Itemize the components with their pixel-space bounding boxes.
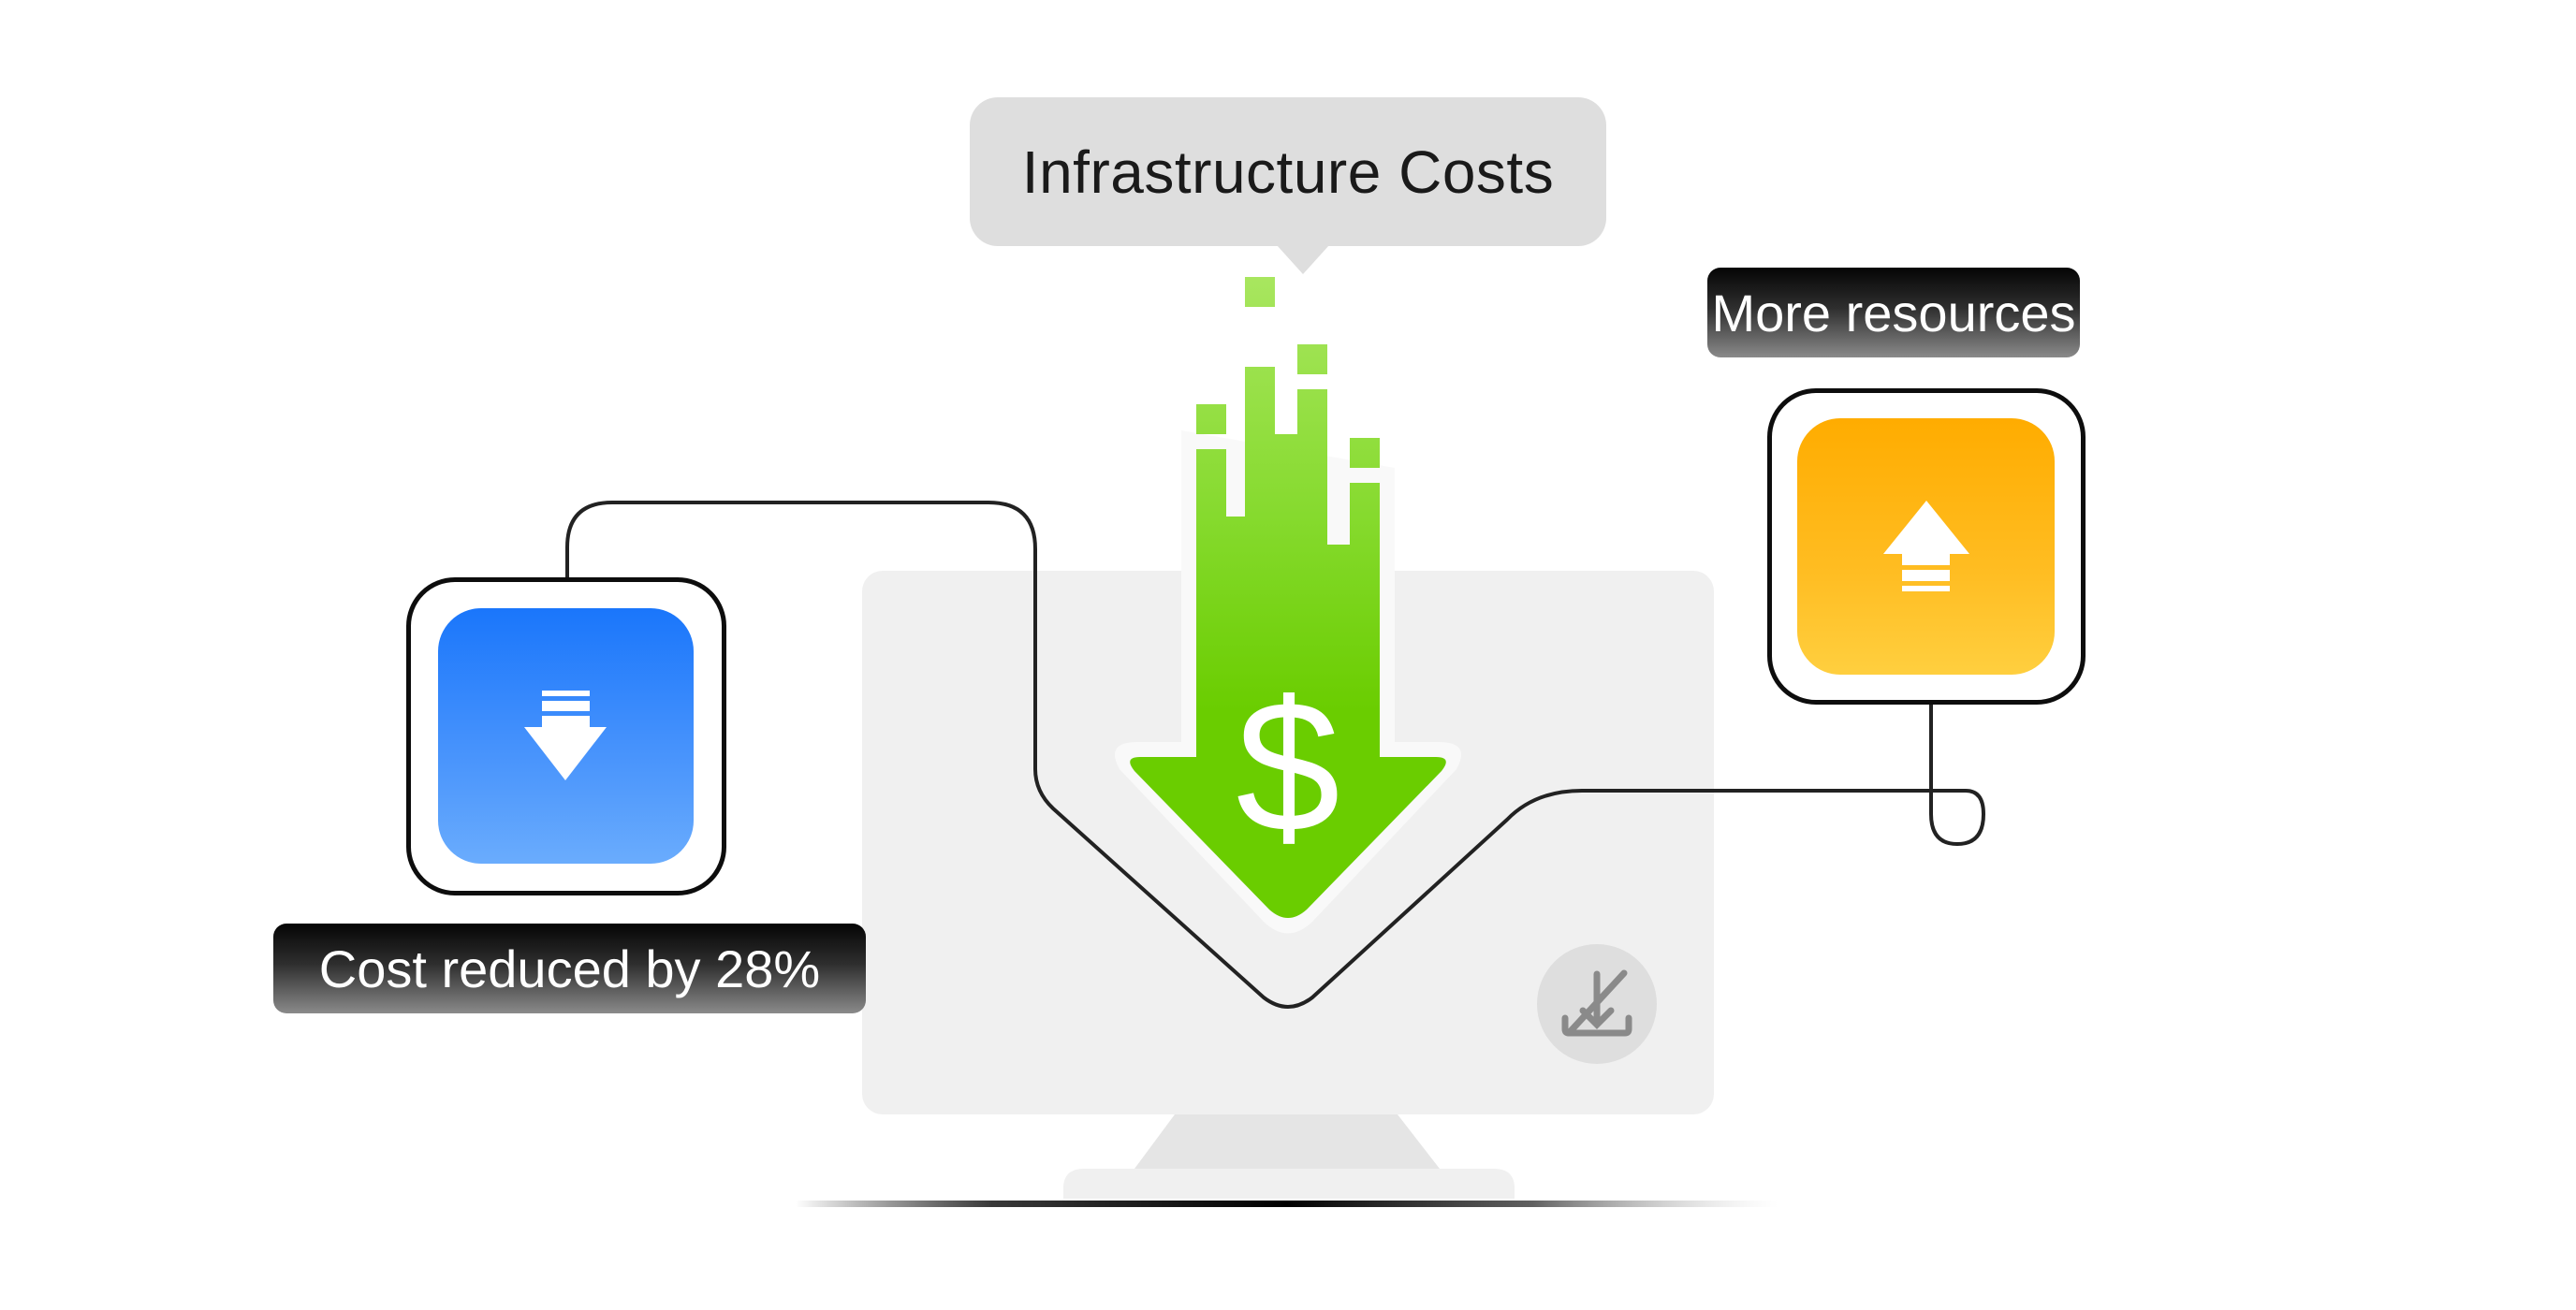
downward-cost-arrow-icon bbox=[1114, 277, 1462, 934]
more-resources-label: More resources bbox=[1707, 268, 2080, 357]
monitor-neck bbox=[1134, 1114, 1440, 1169]
title-text: Infrastructure Costs bbox=[1021, 138, 1555, 206]
bubble-tail bbox=[1277, 245, 1329, 274]
more-resources-card bbox=[1797, 418, 2055, 675]
download-off-icon bbox=[1537, 944, 1657, 1064]
dollar-symbol: $ bbox=[1236, 662, 1340, 871]
monitor-base bbox=[1063, 1169, 1515, 1199]
cost-reduced-text: Cost reduced by 28% bbox=[318, 939, 821, 998]
left-connector bbox=[565, 501, 1985, 1009]
title-bubble: Infrastructure Costs bbox=[970, 97, 1606, 246]
connector-lines bbox=[565, 501, 1985, 1009]
more-resources-text: More resources bbox=[1711, 283, 2076, 342]
cost-reduced-card bbox=[438, 608, 694, 864]
ground-shadow bbox=[796, 1201, 1778, 1207]
cost-reduced-label: Cost reduced by 28% bbox=[273, 924, 866, 1013]
